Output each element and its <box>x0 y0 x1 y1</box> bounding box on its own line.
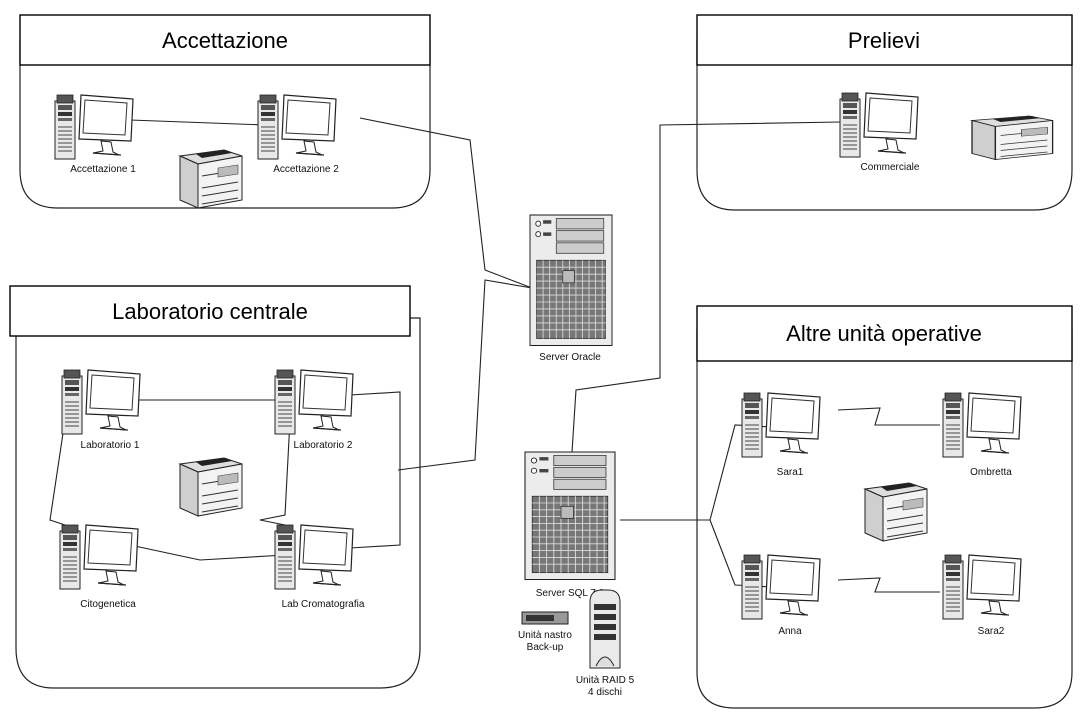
workstation-label: Commerciale <box>861 162 920 173</box>
workstation-label: Sara1 <box>777 467 804 478</box>
link-citogenetica-cromatografia <box>129 544 286 561</box>
zone-prelievi-title-box <box>696 14 1073 66</box>
workstation-label: Accettazione 2 <box>273 164 339 175</box>
workstation-sara2[interactable]: Sara2 <box>942 554 1022 637</box>
link-acc1-acc2 <box>129 119 266 126</box>
raid-5-unit[interactable]: Unità RAID 5 4 dischi <box>576 589 635 698</box>
workstation-anna[interactable]: Anna <box>741 554 821 637</box>
server-sql[interactable]: Server SQL 7.0 <box>524 451 616 599</box>
zone-accettazione-title-box <box>19 14 431 66</box>
workstation-ombretta[interactable]: Ombretta <box>942 392 1022 478</box>
workstation-label: Sara2 <box>978 626 1005 637</box>
workstation-label: Ombretta <box>970 467 1012 478</box>
workstation-label: Accettazione 1 <box>70 164 136 175</box>
workstation-citogenetica[interactable]: Citogenetica <box>59 524 139 610</box>
printer-accettazione[interactable] <box>179 149 243 209</box>
raid-label-line1: Unità RAID 5 <box>576 675 635 686</box>
link-acc2-oracle <box>359 117 533 289</box>
zone-laboratorio-title-box <box>9 285 411 337</box>
workstation-commerciale[interactable]: Commerciale <box>839 92 920 173</box>
link-lab2-cromatografia <box>259 419 291 526</box>
zone-laboratorio-title: Laboratorio centrale <box>112 299 308 324</box>
tape-label-line1: Unità nastro <box>518 630 572 641</box>
link-lab1-citogenetica <box>49 419 66 526</box>
workstation-label: Laboratorio 2 <box>294 440 353 451</box>
workstation-accettazione-1[interactable]: Accettazione 1 <box>54 94 136 175</box>
workstation-laboratorio-1[interactable]: Laboratorio 1 <box>61 369 141 451</box>
link-lab2-loop <box>349 391 401 549</box>
printer-altre[interactable] <box>864 482 928 542</box>
workstation-label: Lab Cromatografia <box>282 599 365 610</box>
tape-backup-unit[interactable]: Unità nastro Back-up <box>518 611 572 653</box>
tape-label-line2: Back-up <box>527 642 564 653</box>
server-label: Server Oracle <box>539 352 601 363</box>
server-label: Server SQL 7.0 <box>536 588 605 599</box>
workstation-label: Laboratorio 1 <box>81 440 140 451</box>
server-oracle[interactable]: Server Oracle <box>529 214 613 363</box>
workstation-label: Citogenetica <box>80 599 136 610</box>
workstation-laboratorio-2[interactable]: Laboratorio 2 <box>274 369 354 451</box>
workstation-label: Anna <box>778 626 802 637</box>
workstation-lab-cromatografia[interactable]: Lab Cromatografia <box>274 524 365 610</box>
link-anna-sara2 <box>837 577 940 593</box>
raid-label-line2: 4 dischi <box>588 687 622 698</box>
workstation-sara1[interactable]: Sara1 <box>741 392 821 478</box>
link-lab-oracle <box>397 279 533 471</box>
zone-altre-title: Altre unità operative <box>786 321 982 346</box>
link-sara1-ombretta <box>837 407 940 426</box>
printer-prelievi[interactable] <box>971 115 1054 161</box>
zone-altre-title-box <box>696 305 1073 362</box>
workstation-accettazione-2[interactable]: Accettazione 2 <box>257 94 339 175</box>
link-sql-commerciale <box>571 121 841 453</box>
printer-laboratorio[interactable] <box>179 457 243 517</box>
zone-accettazione-title: Accettazione <box>162 28 288 53</box>
zone-prelievi-title: Prelievi <box>848 28 920 53</box>
